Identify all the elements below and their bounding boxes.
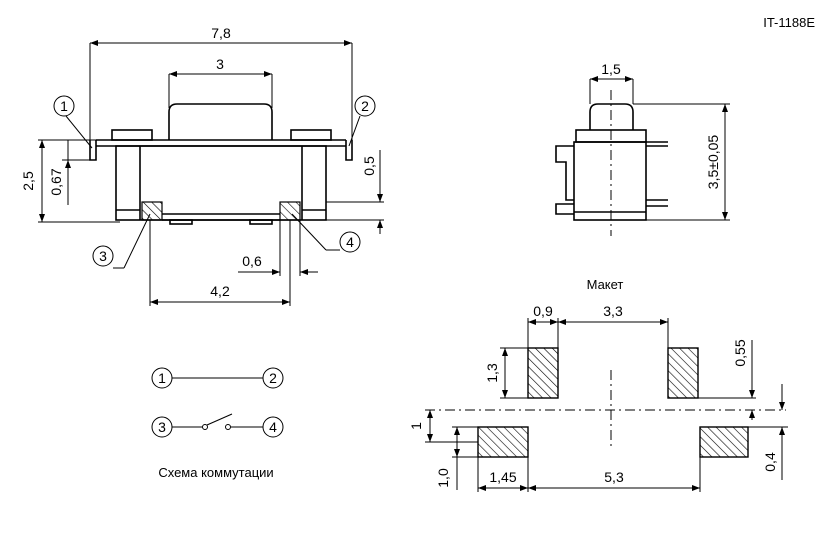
layout-title: Макет [587, 277, 624, 292]
arrowhead [625, 76, 633, 82]
switch-contact [202, 424, 208, 430]
dim-lower-pad-width: 1,45 [489, 469, 516, 485]
arrowhead [502, 348, 508, 356]
switch-lever [206, 413, 233, 426]
drawing-code: IT-1188E [763, 15, 815, 30]
arrowhead [454, 427, 460, 435]
arrowhead [722, 104, 728, 112]
arrowhead [502, 390, 508, 398]
pad-4 [279, 201, 301, 221]
dim-lower-pad-gap: 5,3 [604, 469, 624, 485]
arrowhead [90, 40, 98, 46]
arrowhead [749, 390, 755, 398]
arrowhead [264, 71, 272, 77]
arrowhead [377, 220, 383, 228]
dim-lead-offset: 0,67 [48, 168, 64, 195]
dim-overall-width: 7,8 [211, 25, 231, 41]
foot [249, 219, 273, 225]
dim-lead-thickness: 0,5 [361, 156, 377, 176]
dim-actuator-width: 3 [216, 56, 224, 72]
schematic-pin-4 [262, 416, 284, 438]
end-foot [555, 203, 574, 215]
pin-label-3: 3 [99, 248, 107, 264]
arrowhead [427, 434, 433, 442]
layout-pad-lower-right [699, 426, 749, 458]
leader-line [291, 213, 327, 251]
dim-pad-width: 0,6 [242, 253, 262, 269]
schematic-pin-2 [262, 367, 284, 389]
schematic-pin-label-2: 2 [269, 370, 277, 386]
dim-end-actuator-width: 1,5 [601, 61, 621, 77]
leader-line [65, 115, 93, 149]
leader-line [348, 115, 361, 147]
arrowhead [344, 40, 352, 46]
pin-label-1: 1 [60, 98, 68, 114]
pcb-layout: Макет 0,9 3,3 1,3 [408, 277, 788, 492]
side-view: 7,8 3 [20, 25, 384, 306]
foot [169, 219, 193, 225]
nub-right [290, 129, 332, 141]
schematic-pin-label-4: 4 [269, 419, 277, 435]
arrowhead [65, 160, 71, 168]
dim-layout-pad-gap: 3,3 [603, 303, 623, 319]
pad-3 [141, 201, 163, 221]
arrowhead [39, 140, 45, 148]
switch-contact [225, 424, 231, 430]
layout-pad-upper-left [527, 347, 559, 399]
pin-callout-2 [354, 95, 376, 117]
arrowhead [282, 299, 290, 305]
dim-lower-offset: 0,4 [762, 452, 778, 472]
lead-right [345, 140, 353, 161]
layout-pad-lower-left [477, 426, 529, 458]
end-view: 1,5 3,5±0,05 [555, 61, 730, 236]
arrowhead [528, 485, 536, 491]
nub-left [111, 129, 153, 141]
dim-pad-spacing: 4,2 [210, 283, 230, 299]
switching-schematic: 1 2 3 4 Схема коммутации [151, 367, 284, 480]
dim-center-offset: 1 [408, 422, 424, 430]
pin-callout-4 [339, 231, 361, 253]
pin-callout-3 [92, 245, 114, 267]
arrowhead [590, 76, 598, 82]
arrowhead [39, 214, 45, 222]
arrowhead [300, 269, 308, 275]
dim-end-height: 3,5±0,05 [705, 135, 721, 190]
schematic-pin-label-3: 3 [158, 419, 166, 435]
arrowhead [528, 319, 536, 325]
dim-layout-pad-width: 0,9 [533, 303, 553, 319]
arrowhead [779, 427, 785, 435]
schematic-title: Схема коммутации [158, 465, 273, 480]
arrowhead [478, 485, 486, 491]
end-side [555, 145, 574, 201]
arrowhead [660, 319, 668, 325]
pin-label-4: 4 [346, 234, 354, 250]
actuator [168, 103, 273, 140]
arrowhead [749, 410, 755, 418]
arrowhead [520, 485, 528, 491]
arrowhead [169, 71, 177, 77]
arrowhead [550, 319, 558, 325]
arrowhead [272, 269, 280, 275]
lead-left [89, 140, 97, 161]
schematic-pin-label-1: 1 [158, 370, 166, 386]
arrowhead [377, 194, 383, 202]
arrowhead [722, 212, 728, 220]
arrowhead [558, 319, 566, 325]
arrowhead [454, 449, 460, 457]
dim-top-offset: 0,55 [732, 339, 748, 366]
layout-pad-upper-right [667, 347, 699, 399]
pin-label-2: 2 [361, 98, 369, 114]
arrowhead [150, 299, 158, 305]
arrowhead [779, 402, 785, 410]
arrowhead [427, 410, 433, 418]
dim-height: 2,5 [20, 171, 36, 191]
dim-layout-pad-height: 1,3 [484, 363, 500, 383]
pin-callout-1 [53, 95, 75, 117]
dim-lower-pad-height: 1,0 [435, 468, 451, 488]
leader-line [123, 213, 151, 269]
arrowhead [692, 485, 700, 491]
end-body [573, 141, 647, 221]
